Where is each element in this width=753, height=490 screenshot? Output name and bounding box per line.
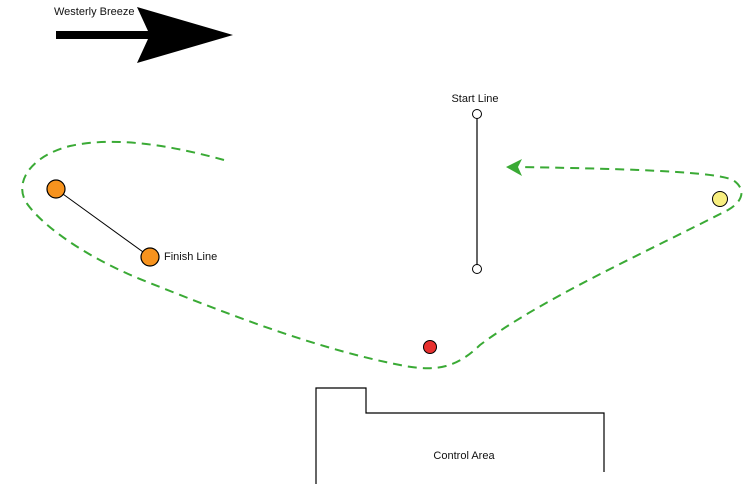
wind-indicator: Westerly Breeze: [54, 6, 233, 63]
start-buoy-bottom: [472, 264, 482, 274]
red-mark-buoy: [423, 340, 437, 354]
finish-line-label: Finish Line: [164, 251, 217, 263]
finish-buoy-right: [140, 247, 160, 267]
finish-buoy-left: [46, 179, 66, 199]
start-line-label: Start Line: [451, 93, 498, 105]
start-buoy-top: [472, 109, 482, 119]
control-area-label: Control Area: [433, 450, 495, 462]
control-area: Control Area: [315, 387, 605, 484]
control-area-outline: [315, 387, 605, 484]
course-path: [21, 140, 743, 370]
start-line: Start Line: [451, 93, 499, 274]
finish-line: Finish Line: [46, 179, 217, 267]
finish-line-segment: [55, 188, 151, 258]
arrowhead-icon: [506, 159, 522, 176]
right-arrow-icon: [56, 7, 233, 63]
course-route: [21, 140, 743, 370]
wind-label: Westerly Breeze: [54, 6, 135, 18]
yellow-mark-buoy: [712, 191, 728, 207]
